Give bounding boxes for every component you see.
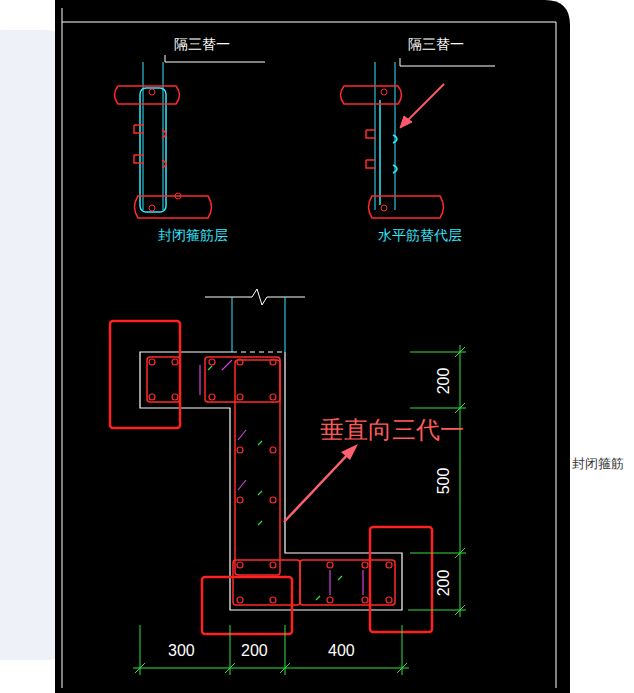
dimension-lines	[133, 345, 466, 675]
drawing-frame	[62, 8, 556, 688]
dimension-value: 400	[328, 642, 355, 660]
detail-title: 水平筋替代层	[378, 228, 462, 243]
dimension-value: 200	[435, 570, 453, 597]
detail-title: 封闭箍筋层	[158, 228, 228, 243]
note-text: 隔三替一	[174, 37, 230, 52]
note-text: 隔三替一	[408, 37, 464, 52]
dimension-value: 200	[241, 642, 268, 660]
dimension-value: 500	[435, 468, 453, 495]
callout-arrow	[284, 444, 358, 522]
highlight-box	[110, 321, 432, 634]
page-text: 封闭箍筋	[572, 457, 624, 471]
cad-screen	[55, 0, 570, 693]
callout-text: 垂直向三代一	[320, 417, 464, 443]
dimension-value: 200	[435, 368, 453, 395]
dimension-value: 300	[168, 642, 195, 660]
closed-stirrup-detail	[115, 55, 266, 218]
horizontal-bar-detail	[341, 58, 496, 218]
